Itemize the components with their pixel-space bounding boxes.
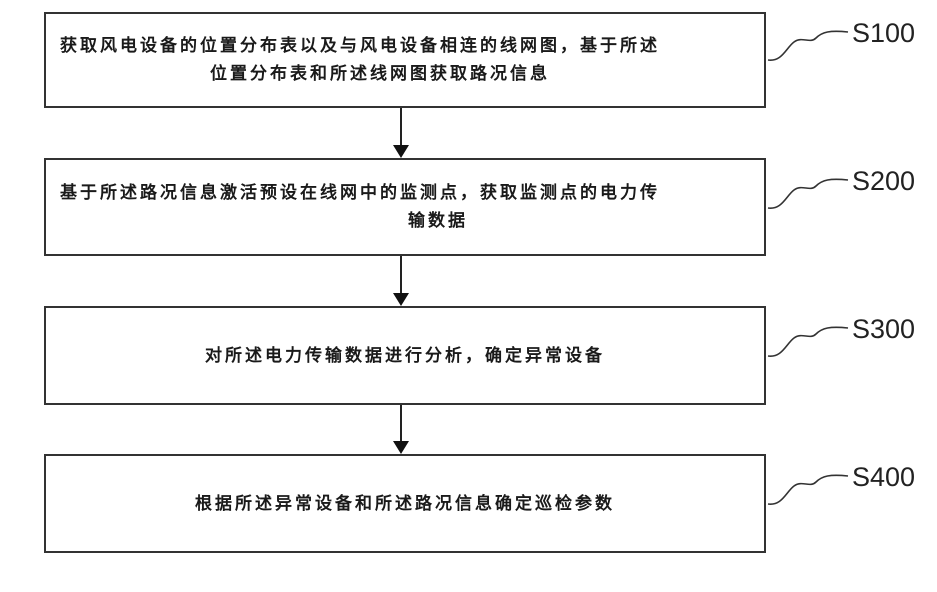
step-label-s200: S200 [852, 166, 915, 197]
arrowhead-icon [393, 293, 409, 306]
step-label-s300: S300 [852, 314, 915, 345]
leader-line-s100 [768, 31, 848, 60]
leader-line-s300 [768, 327, 848, 356]
step-label-s100: S100 [852, 18, 915, 49]
arrowhead-icon [393, 145, 409, 158]
step-label-s400: S400 [852, 462, 915, 493]
arrowhead-icon [393, 441, 409, 454]
leader-line-s400 [768, 475, 848, 504]
leader-line-s200 [768, 179, 848, 208]
